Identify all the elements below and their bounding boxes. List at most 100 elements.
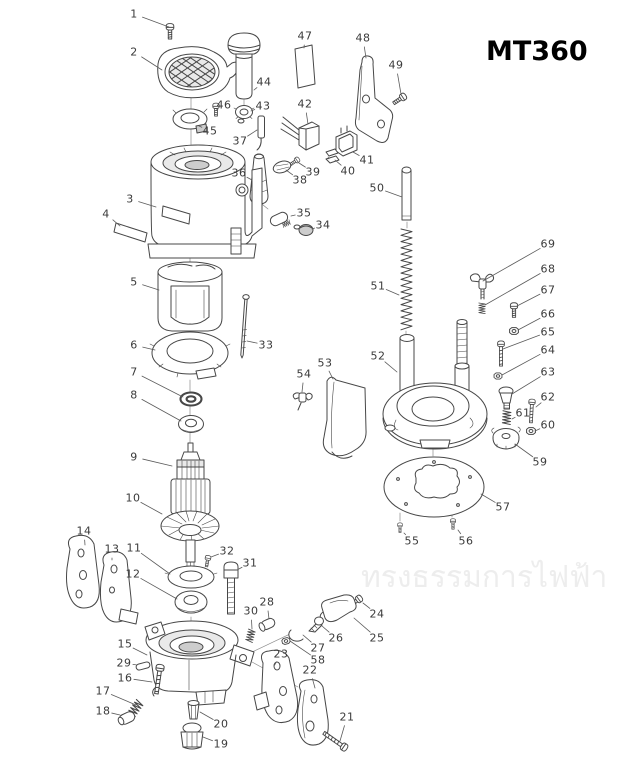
part-30-spring bbox=[244, 628, 256, 643]
part-label-40: 40 bbox=[340, 164, 356, 178]
part-label-60: 60 bbox=[540, 418, 556, 432]
part-1-screw bbox=[165, 23, 175, 40]
part-label-35: 35 bbox=[296, 206, 312, 220]
part-31-bolt bbox=[223, 561, 239, 615]
part-label-49: 49 bbox=[388, 58, 404, 72]
leader-line-64 bbox=[501, 353, 541, 376]
part-label-25: 25 bbox=[369, 631, 385, 645]
part-label-7: 7 bbox=[130, 365, 138, 379]
leader-line-21 bbox=[339, 725, 345, 742]
part-4-name-plate bbox=[113, 222, 148, 243]
part-28-cap bbox=[258, 617, 276, 632]
leader-line-63 bbox=[511, 376, 541, 395]
part-10-fan bbox=[160, 510, 220, 572]
part-12-ball-bearing bbox=[174, 590, 208, 614]
leader-line-60 bbox=[534, 428, 541, 432]
part-label-63: 63 bbox=[540, 365, 556, 379]
part-label-16: 16 bbox=[117, 671, 133, 685]
part-label-59: 59 bbox=[532, 455, 548, 469]
part-label-26: 26 bbox=[328, 631, 344, 645]
leader-line-9 bbox=[142, 458, 173, 467]
part-label-22: 22 bbox=[302, 663, 318, 677]
part-66-nut bbox=[509, 327, 519, 335]
part-label-1: 1 bbox=[130, 7, 138, 21]
part-53-dust-guard bbox=[322, 376, 367, 459]
part-label-69: 69 bbox=[540, 237, 556, 251]
leader-line-46 bbox=[216, 108, 219, 111]
part-2-motor-housing-cap bbox=[157, 46, 239, 99]
leader-line-5 bbox=[142, 284, 160, 291]
leader-line-61 bbox=[511, 416, 516, 420]
leader-line-56 bbox=[457, 529, 462, 535]
part-label-67: 67 bbox=[540, 283, 556, 297]
watermark-text: ทรงธรรมการไฟฟ้า bbox=[361, 560, 608, 595]
leader-line-17 bbox=[110, 694, 137, 706]
part-67-screw bbox=[509, 302, 519, 318]
part-33-bolt bbox=[240, 294, 250, 359]
part-label-37: 37 bbox=[232, 134, 248, 148]
part-label-48: 48 bbox=[355, 31, 371, 45]
part-69-wing-bolt bbox=[469, 273, 495, 300]
part-label-66: 66 bbox=[540, 307, 556, 321]
leader-line-48 bbox=[363, 46, 367, 59]
leader-line-1 bbox=[142, 16, 170, 28]
part-label-23: 23 bbox=[273, 647, 289, 661]
part-44-knob-handle bbox=[227, 32, 261, 100]
part-label-13: 13 bbox=[104, 542, 120, 556]
part-5-stator bbox=[157, 261, 223, 332]
leader-line-54 bbox=[301, 382, 304, 393]
red-arrow bbox=[349, 522, 400, 539]
leader-line-36 bbox=[246, 176, 253, 181]
leader-line-65 bbox=[502, 334, 540, 350]
leader-line-38 bbox=[285, 169, 294, 176]
leader-line-37 bbox=[247, 129, 258, 137]
leader-line-34 bbox=[311, 227, 315, 230]
part-label-29: 29 bbox=[116, 656, 132, 670]
part-label-46: 46 bbox=[216, 98, 232, 112]
leader-line-53 bbox=[328, 370, 334, 380]
leader-line-12 bbox=[140, 578, 178, 600]
part-label-47: 47 bbox=[297, 29, 313, 43]
leader-line-32 bbox=[210, 553, 219, 558]
leader-line-59 bbox=[514, 443, 534, 458]
part-label-15: 15 bbox=[117, 637, 133, 651]
part-label-18: 18 bbox=[95, 704, 111, 718]
part-55-screw bbox=[397, 522, 403, 533]
model-title: MT360 bbox=[486, 36, 588, 67]
leader-line-3 bbox=[138, 201, 157, 208]
leader-line-23 bbox=[273, 661, 277, 667]
leader-line-26 bbox=[321, 625, 330, 633]
part-29-pin bbox=[135, 661, 151, 671]
part-48-bracket bbox=[354, 55, 394, 143]
part-35-spring-holder bbox=[269, 211, 301, 230]
part-60-nut bbox=[526, 427, 536, 435]
part-15-base-housing bbox=[144, 620, 255, 706]
part-9-armature bbox=[170, 442, 211, 515]
part-label-50: 50 bbox=[369, 181, 385, 195]
leader-line-22 bbox=[312, 678, 316, 689]
part-label-8: 8 bbox=[130, 388, 138, 402]
leader-line-29 bbox=[132, 663, 138, 666]
part-61-spring bbox=[501, 410, 512, 425]
part-50-guide-post bbox=[401, 166, 412, 221]
part-13-handle-plate bbox=[99, 551, 139, 625]
part-label-53: 53 bbox=[317, 356, 333, 370]
part-41-switch bbox=[335, 125, 358, 157]
part-65-screw bbox=[497, 340, 505, 367]
leader-line-8 bbox=[141, 398, 182, 422]
part-49-screw bbox=[391, 91, 409, 107]
leader-line-66 bbox=[517, 317, 541, 331]
part-label-28: 28 bbox=[259, 595, 275, 609]
leader-line-44 bbox=[253, 87, 258, 91]
leader-line-18 bbox=[111, 712, 121, 716]
part-label-43: 43 bbox=[255, 99, 271, 113]
leader-line-7 bbox=[141, 375, 184, 398]
part-label-41: 41 bbox=[359, 153, 375, 167]
part-label-64: 64 bbox=[540, 343, 556, 357]
part-label-6: 6 bbox=[130, 338, 138, 352]
part-59-knob bbox=[491, 426, 521, 450]
leader-line-67 bbox=[516, 293, 541, 307]
part-54-wing-screw bbox=[292, 392, 313, 411]
leader-line-19 bbox=[202, 736, 214, 742]
part-label-57: 57 bbox=[495, 500, 511, 514]
